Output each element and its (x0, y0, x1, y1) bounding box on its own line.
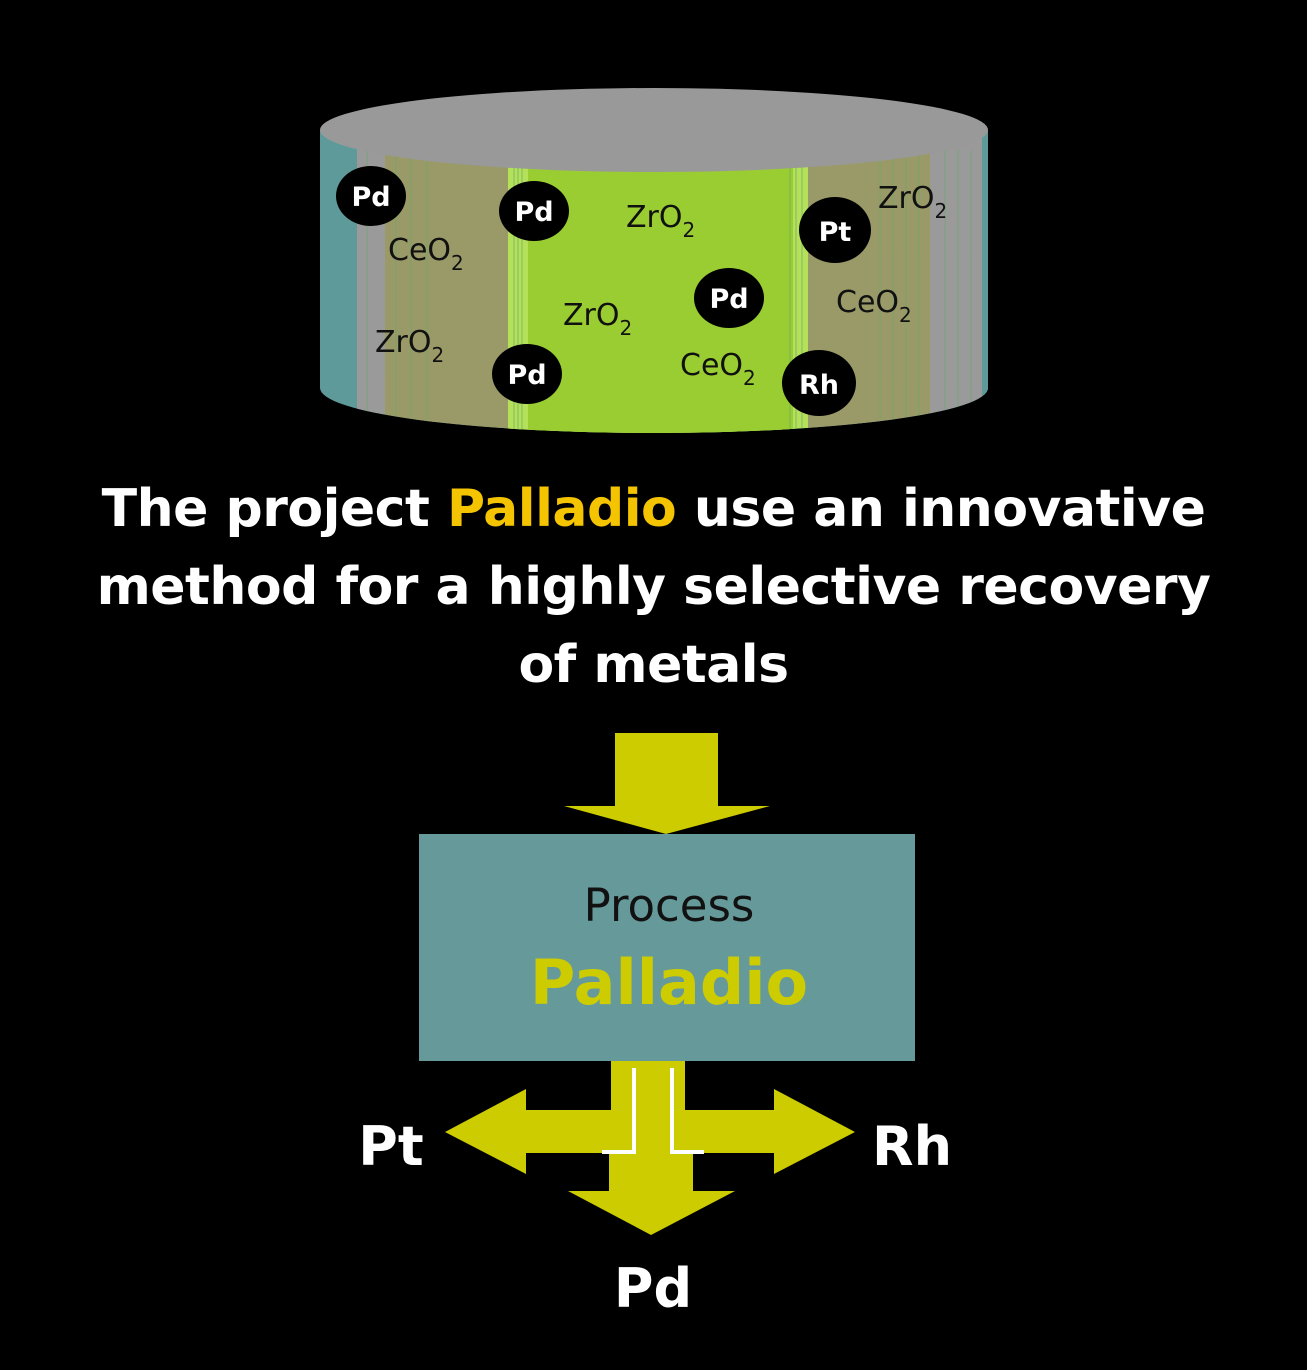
process-name: Palladio (530, 946, 808, 1019)
band-teal-right (982, 130, 988, 433)
particle-pd: Pd (336, 166, 406, 226)
headline: The project Palladio use an innovative m… (0, 470, 1307, 704)
oxide-label: ZrO2 (626, 200, 695, 242)
metal-particles: Pd Pd Pt Pd Pd Rh (336, 166, 871, 416)
svg-text:Pd: Pd (709, 284, 748, 315)
particle-pt: Pt (799, 197, 871, 263)
output-arrow-right (685, 1061, 855, 1174)
input-arrow (564, 733, 770, 834)
catalyst-cylinder (320, 130, 988, 433)
output-arrow-down (568, 1150, 735, 1235)
svg-text:Pt: Pt (819, 217, 852, 248)
particle-pd: Pd (499, 181, 569, 241)
svg-text:Rh: Rh (799, 370, 839, 401)
oxide-label: ZrO2 (375, 325, 444, 367)
process-title: Process (584, 879, 755, 932)
svg-text:Pd: Pd (514, 197, 553, 228)
headline-line-2: method for a highly selective recovery (96, 557, 1211, 617)
particle-pd: Pd (492, 344, 562, 404)
svg-text:Pd: Pd (351, 182, 390, 213)
headline-line-1: The project Palladio use an innovative (101, 479, 1206, 539)
output-label-rh: Rh (872, 1115, 952, 1178)
oxide-label: CeO2 (388, 233, 464, 275)
band-olive-left (385, 130, 515, 433)
particle-pd: Pd (694, 268, 764, 328)
output-arrow-left (445, 1061, 611, 1174)
oxide-labels: CeO2 ZrO2 ZrO2 ZrO2 ZrO2 CeO2 CeO2 (375, 181, 947, 390)
output-label-pd: Pd (614, 1257, 692, 1320)
oxide-label: CeO2 (680, 348, 756, 390)
cylinder-top (320, 88, 988, 172)
oxide-label: ZrO2 (878, 181, 947, 223)
output-label-pt: Pt (358, 1115, 423, 1178)
project-name-highlight: Palladio (446, 479, 677, 539)
output-arrows (445, 1061, 855, 1235)
process-box (419, 834, 915, 1061)
band-gray-right (930, 130, 982, 433)
divider-line-right (670, 1068, 704, 1154)
divider-line-left (602, 1068, 636, 1154)
oxide-label: CeO2 (836, 285, 912, 327)
particle-rh: Rh (782, 350, 856, 416)
oxide-label: ZrO2 (563, 298, 632, 340)
headline-line-3: of metals (518, 635, 789, 695)
svg-text:Pd: Pd (507, 360, 546, 391)
